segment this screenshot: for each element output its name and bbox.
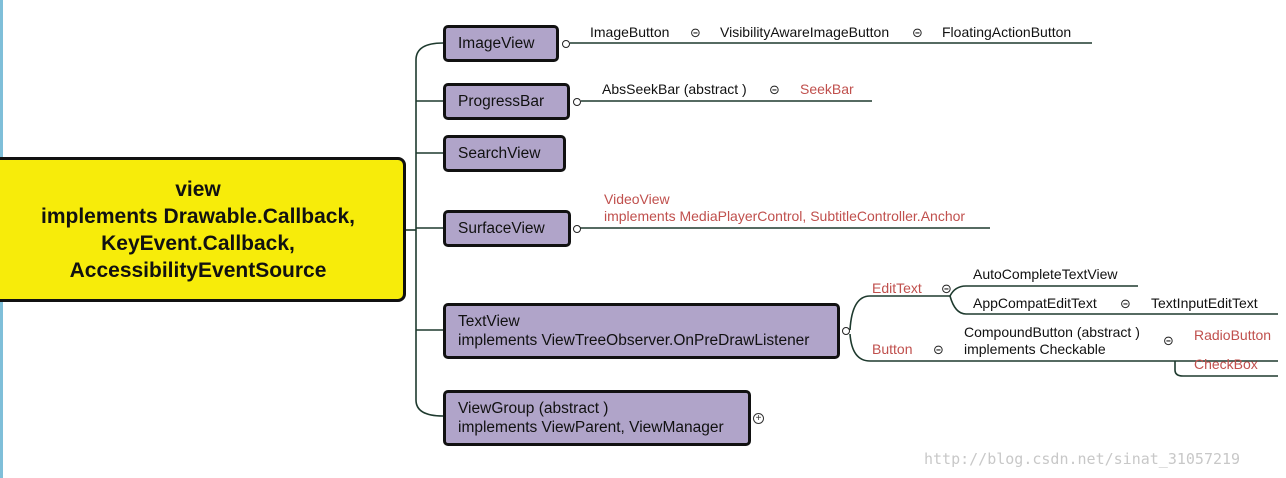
label-imagebutton: ImageButton	[590, 24, 670, 40]
collapse-handle-imageview[interactable]	[562, 40, 570, 48]
collapse-icon-appcompat[interactable]: ⊝	[1120, 296, 1131, 311]
collapse-icon-absseekbar[interactable]: ⊝	[769, 82, 780, 97]
label-videoview-implements: implements MediaPlayerControl, SubtitleC…	[604, 208, 966, 224]
root-node-view[interactable]: view implements Drawable.Callback, KeyEv…	[0, 157, 406, 302]
node-searchview[interactable]: SearchView	[443, 135, 566, 172]
collapse-handle-textview[interactable]	[842, 327, 850, 335]
root-title: view	[175, 177, 221, 201]
node-progressbar-label: ProgressBar	[458, 93, 545, 110]
node-textview-title: TextView	[458, 313, 520, 330]
collapse-icon-compoundbutton[interactable]: ⊝	[1163, 333, 1174, 348]
label-textinputedittext: TextInputEditText	[1151, 295, 1258, 311]
collapse-handle-surfaceview[interactable]	[573, 225, 581, 233]
root-implements-line-1: implements Drawable.Callback,	[41, 204, 355, 228]
node-searchview-label: SearchView	[458, 145, 541, 162]
collapse-icon-button[interactable]: ⊝	[933, 342, 944, 357]
collapse-icon-imagebutton[interactable]: ⊝	[690, 25, 701, 40]
label-visibilityawareimagebutton: VisibilityAwareImageButton	[720, 24, 890, 40]
node-textview[interactable]: TextView implements ViewTreeObserver.OnP…	[443, 303, 840, 359]
node-viewgroup-title: ViewGroup (abstract )	[458, 400, 609, 417]
label-videoview: VideoView	[604, 191, 670, 207]
label-absseekbar: AbsSeekBar (abstract )	[602, 81, 747, 97]
node-textview-implements: implements ViewTreeObserver.OnPreDrawLis…	[458, 332, 810, 349]
label-button: Button	[872, 341, 913, 357]
node-viewgroup-implements: implements ViewParent, ViewManager	[458, 419, 724, 436]
label-floatingactionbutton: FloatingActionButton	[942, 24, 1072, 40]
node-progressbar[interactable]: ProgressBar	[443, 83, 570, 120]
node-imageview-label: ImageView	[458, 35, 535, 52]
label-compoundbutton-implements: implements Checkable	[964, 341, 1106, 357]
collapse-handle-progressbar[interactable]	[573, 98, 581, 106]
node-surfaceview[interactable]: SurfaceView	[443, 210, 571, 247]
label-radiobutton: RadioButton	[1194, 327, 1272, 343]
collapse-icon-edittext[interactable]: ⊝	[941, 281, 952, 296]
label-checkbox: CheckBox	[1194, 356, 1258, 372]
node-viewgroup[interactable]: ViewGroup (abstract ) implements ViewPar…	[443, 390, 751, 446]
node-imageview[interactable]: ImageView	[443, 25, 559, 62]
root-implements-line-2: KeyEvent.Callback,	[101, 231, 295, 255]
label-seekbar: SeekBar	[800, 81, 854, 97]
root-implements-line-3: AccessibilityEventSource	[69, 258, 327, 282]
label-compoundbutton: CompoundButton (abstract )	[964, 324, 1140, 340]
label-appcompatedittext: AppCompatEditText	[973, 295, 1097, 311]
expand-icon-viewgroup[interactable]: +	[753, 413, 764, 424]
collapse-icon-visibilityaware[interactable]: ⊝	[912, 25, 923, 40]
label-autocompletetextview: AutoCompleteTextView	[973, 266, 1118, 282]
node-surfaceview-label: SurfaceView	[458, 220, 545, 237]
watermark: http://blog.csdn.net/sinat_31057219	[924, 450, 1241, 468]
label-edittext: EditText	[872, 280, 922, 296]
